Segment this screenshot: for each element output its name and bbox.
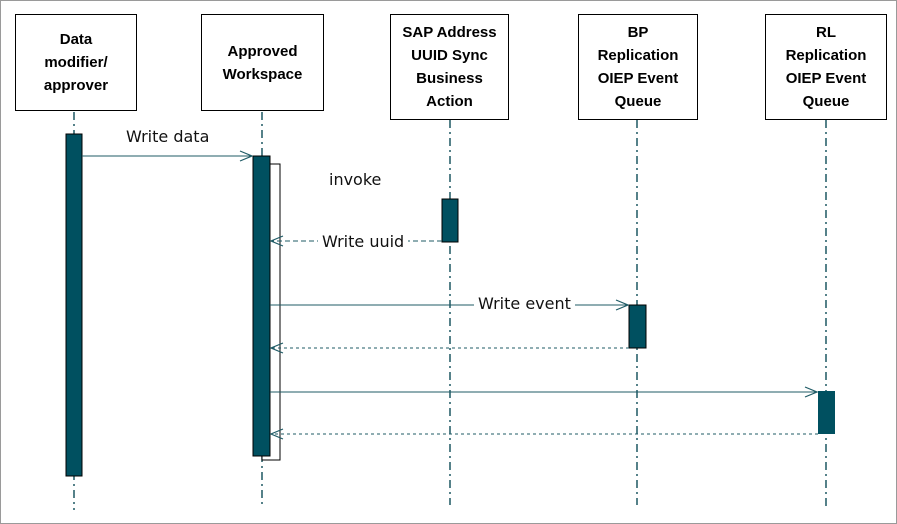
- participant-sap-address-uuid-sync: SAP Address UUID Sync Business Action: [390, 14, 509, 120]
- activation-sap-address-uuid-sync: [441, 198, 459, 243]
- message-label-write-event: Write event: [474, 294, 575, 314]
- activation-bp-replication: [628, 304, 647, 349]
- participant-approved-workspace: Approved Workspace: [201, 14, 324, 111]
- activation-rl-replication: [818, 391, 835, 434]
- participant-rl-replication: RL Replication OIEP Event Queue: [765, 14, 887, 120]
- participant-data-modifier: Data modifier/ approver: [15, 14, 137, 111]
- activation-data-modifier: [65, 133, 83, 477]
- message-label-write-uuid: Write uuid: [318, 232, 409, 252]
- message-label-write-data: Write data: [126, 127, 210, 146]
- participant-bp-replication: BP Replication OIEP Event Queue: [578, 14, 698, 120]
- message-label-invoke: invoke: [329, 170, 382, 189]
- activation-approved-workspace: [252, 155, 271, 457]
